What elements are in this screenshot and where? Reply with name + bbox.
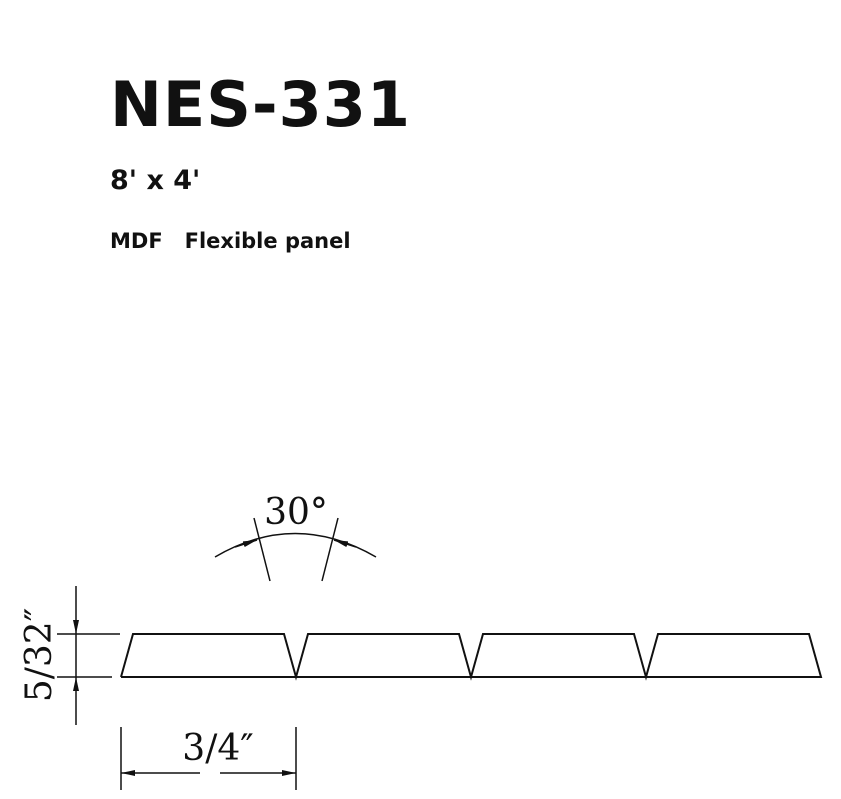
thickness-dimension (57, 586, 120, 725)
pitch-label: 3/4″ (182, 728, 253, 769)
panel-description: MDF Flexible panel (110, 229, 351, 253)
model-title: NES-331 (110, 68, 412, 141)
product-type-label: Flexible panel (184, 229, 351, 253)
angle-dimension (214, 517, 377, 582)
angle-label: 30° (264, 492, 328, 533)
thickness-label: 5/32″ (19, 608, 60, 702)
panel-profile (120, 633, 823, 681)
material-label: MDF (110, 229, 163, 253)
pitch-dimension (120, 727, 297, 790)
panel-size: 8' x 4' (110, 165, 201, 196)
